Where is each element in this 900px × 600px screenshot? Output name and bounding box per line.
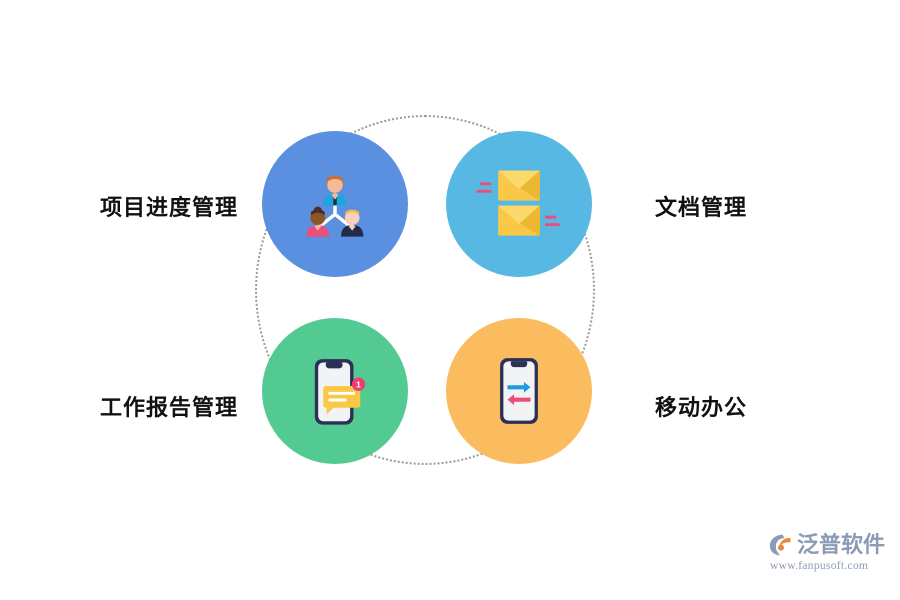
- envelopes-icon: [473, 164, 565, 244]
- label-project-progress: 项目进度管理: [99, 195, 238, 220]
- node-document-management[interactable]: [446, 131, 592, 277]
- watermark-brand-text: 泛普软件: [797, 532, 886, 557]
- watermark-url: www.fanpusoft.com: [770, 560, 869, 572]
- watermark-brand-row: 泛普软件: [768, 533, 885, 557]
- phone-message-icon: 1: [293, 349, 377, 433]
- node-project-progress[interactable]: [262, 131, 408, 277]
- fanpusoft-logo-icon: [768, 533, 794, 557]
- fanpusoft-watermark: 泛普软件 www.fanpusoft.com: [768, 533, 894, 585]
- phone-transfer-icon: [482, 349, 556, 433]
- team-org-chart-icon: [292, 161, 378, 247]
- notification-badge-count: 1: [356, 380, 361, 390]
- node-work-report[interactable]: 1: [262, 318, 408, 464]
- node-mobile-office[interactable]: [446, 318, 592, 464]
- label-document-management: 文档管理: [655, 195, 748, 220]
- label-work-report: 工作报告管理: [99, 395, 238, 420]
- dotted-connector-ring: [255, 115, 595, 465]
- label-mobile-office: 移动办公: [655, 395, 748, 420]
